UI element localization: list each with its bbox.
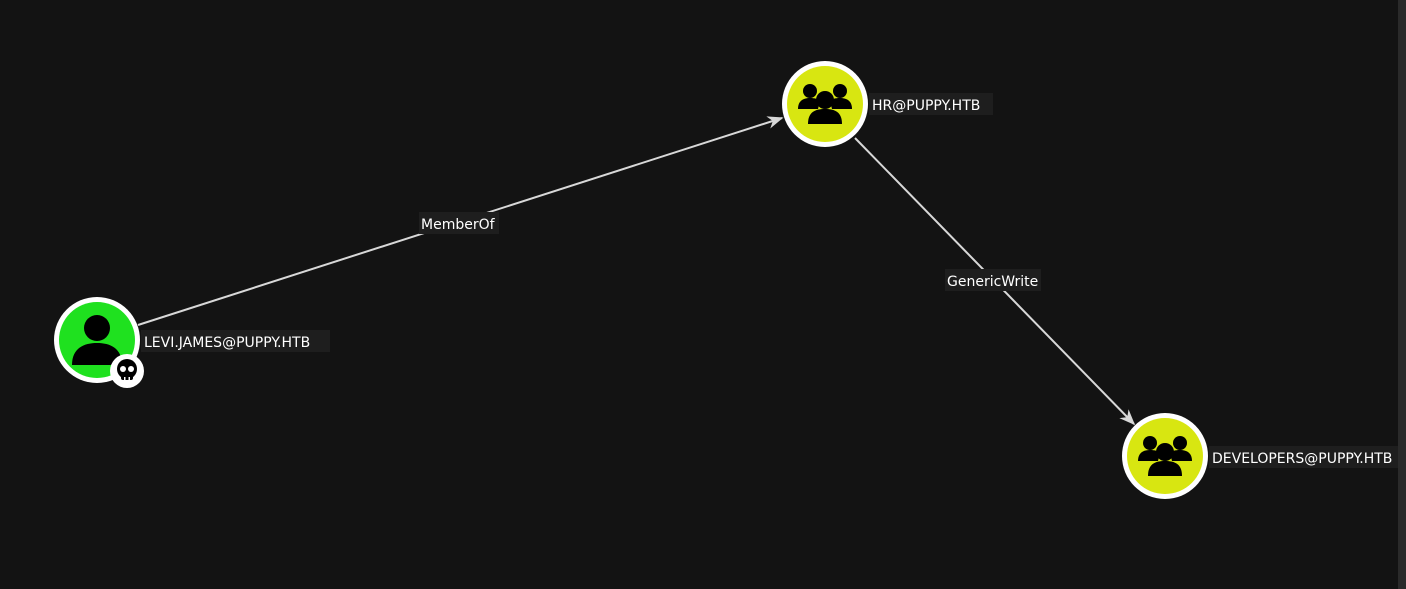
edge-label-memberof: MemberOf [421, 217, 496, 233]
node-levi-james[interactable]: LEVI.JAMES@PUPPY.HTB [54, 297, 330, 388]
skull-icon [117, 359, 137, 380]
vertical-scrollbar[interactable] [1398, 0, 1406, 589]
node-label-developers: DEVELOPERS@PUPPY.HTB [1212, 451, 1392, 467]
node-label-bg [1209, 446, 1398, 468]
skull-badge [110, 354, 144, 388]
edge-label-bg [945, 269, 1041, 291]
group-icon [798, 84, 852, 124]
edge-label-bg [419, 212, 499, 234]
user-icon [72, 315, 122, 365]
edge-memberof[interactable]: MemberOf [137, 116, 784, 326]
group-icon [1138, 436, 1192, 476]
node-developers[interactable]: DEVELOPERS@PUPPY.HTB [1122, 413, 1405, 499]
node-label-bg [141, 330, 330, 352]
edge-genericwrite[interactable]: GenericWrite [854, 137, 1136, 426]
node-label-levi-james: LEVI.JAMES@PUPPY.HTB [144, 335, 310, 351]
node-label-bg [869, 93, 993, 115]
edge-label-genericwrite: GenericWrite [947, 274, 1038, 290]
node-hr[interactable]: HR@PUPPY.HTB [782, 61, 993, 147]
node-label-hr: HR@PUPPY.HTB [872, 98, 980, 114]
